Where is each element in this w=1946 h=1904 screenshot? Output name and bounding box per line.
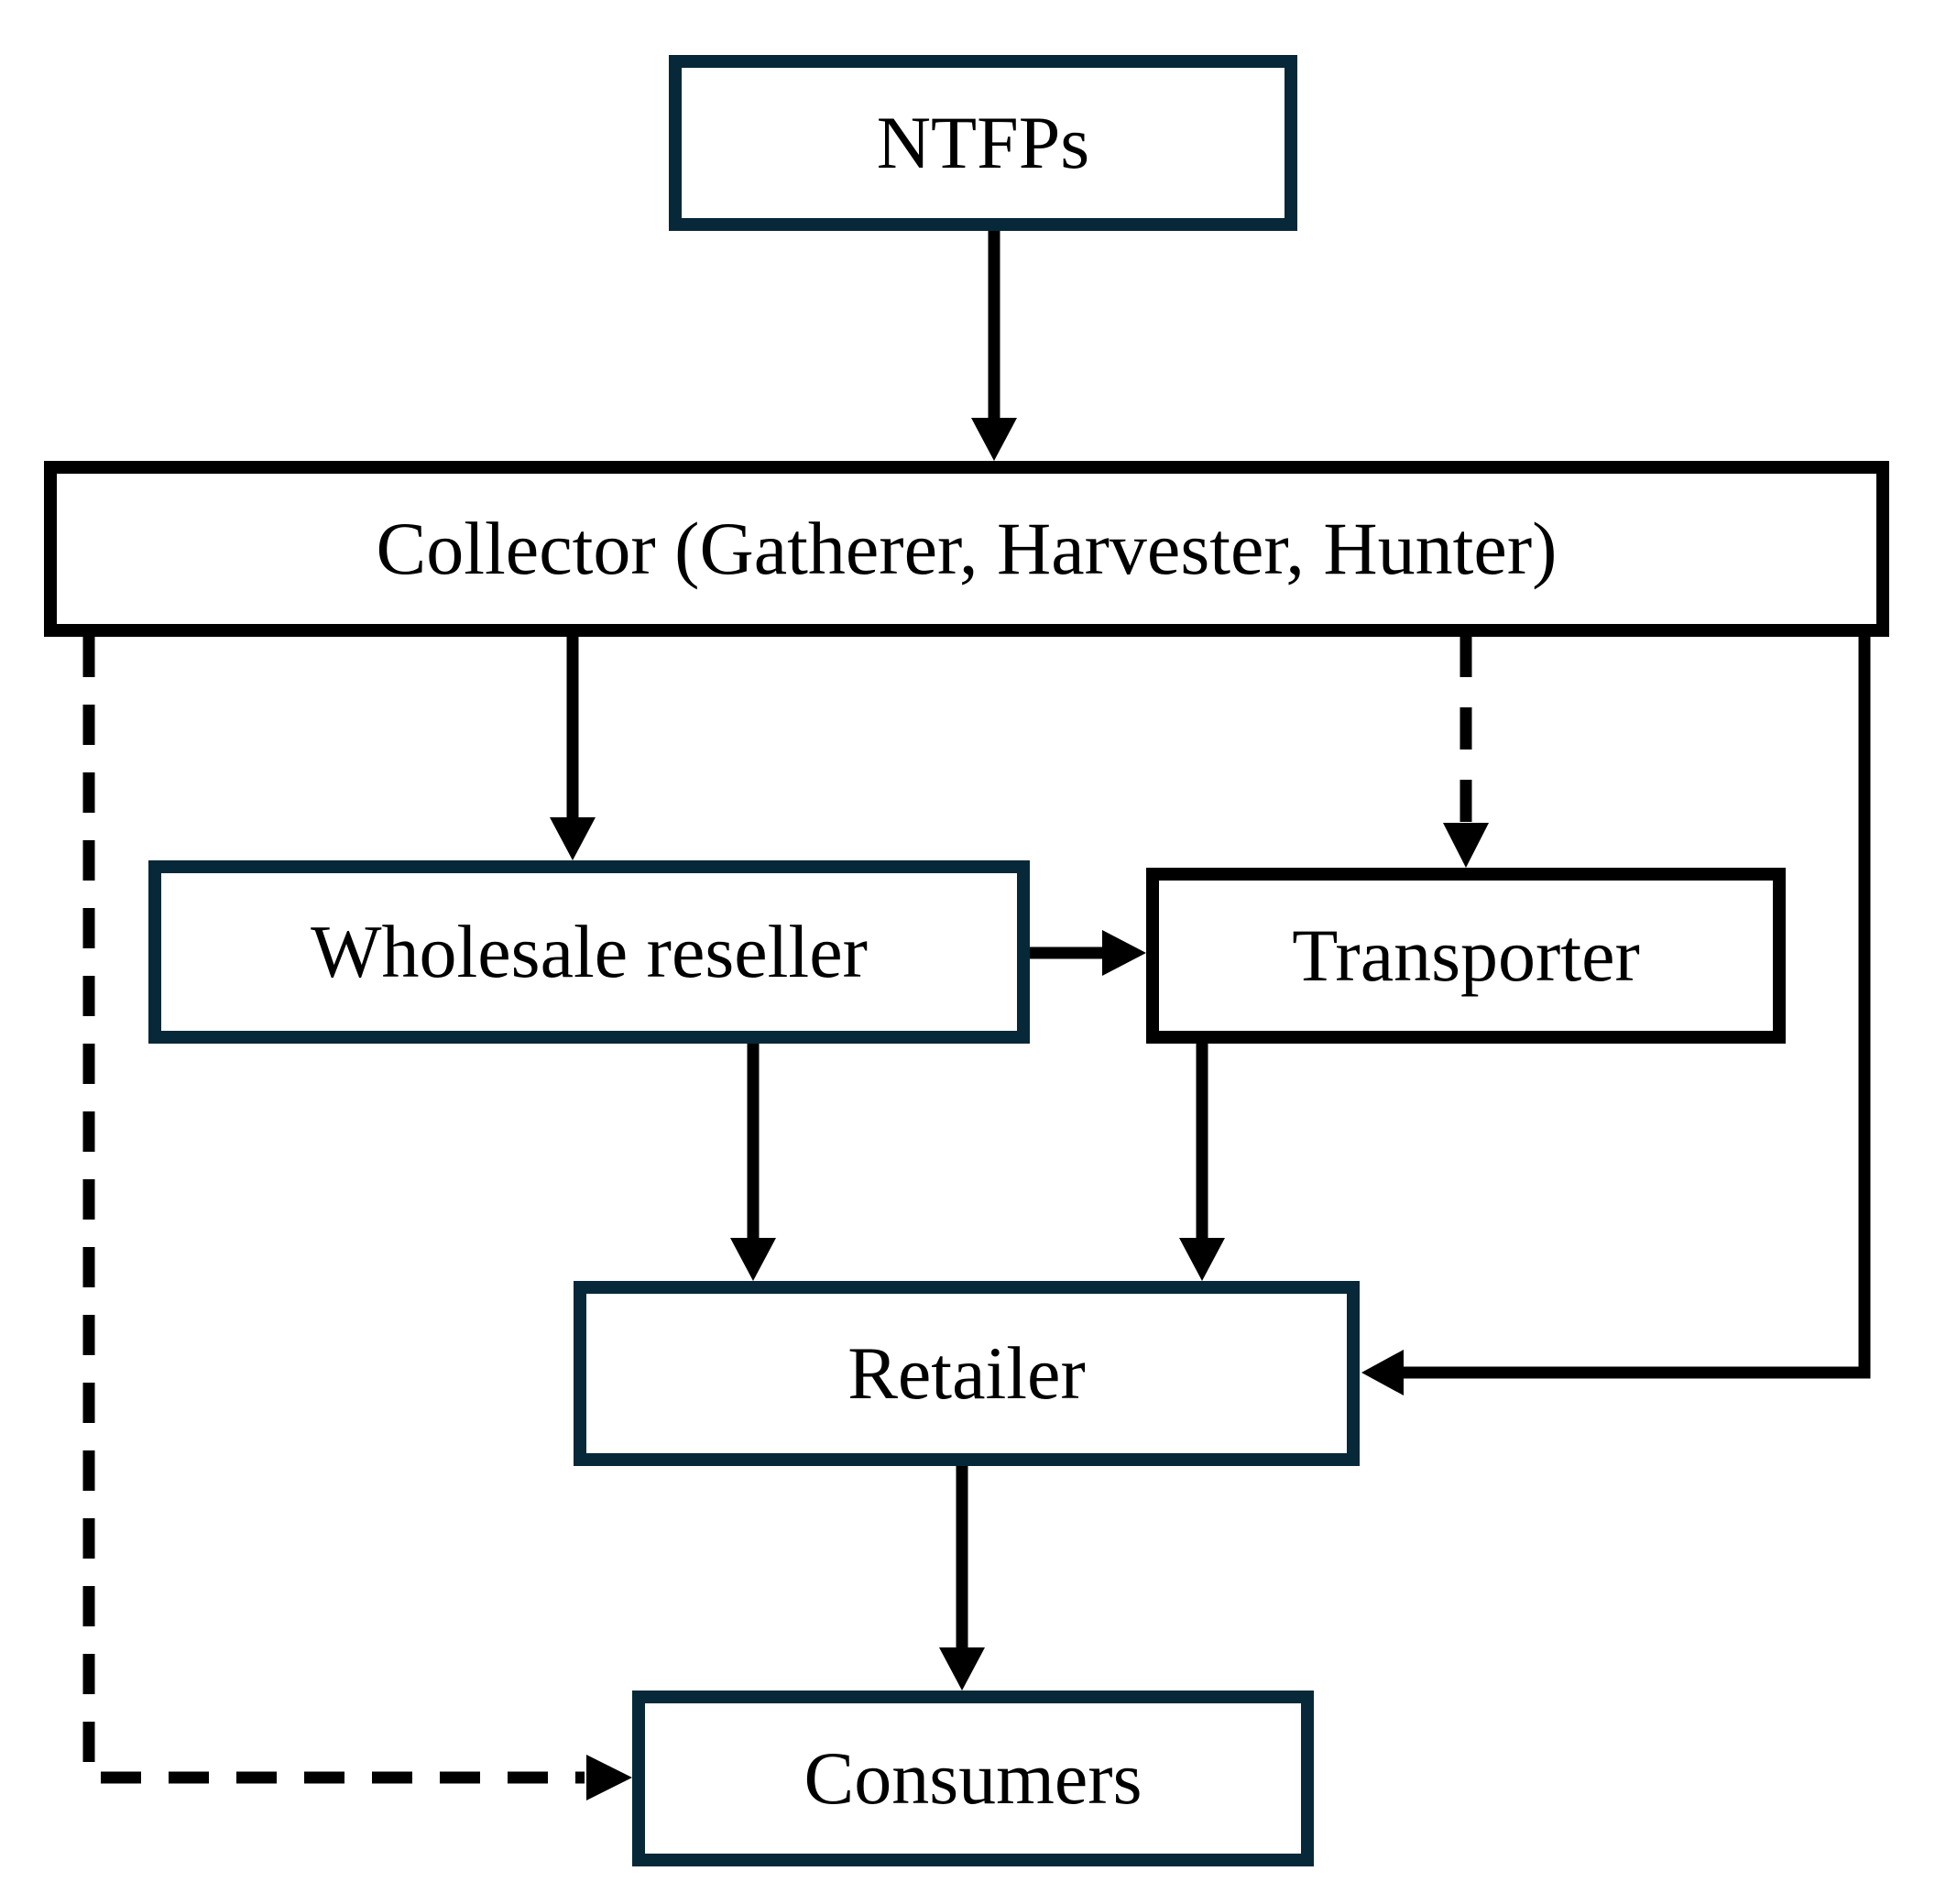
node-wholesale-reseller-label: Wholesale reseller xyxy=(311,909,868,993)
node-transporter: Transporter xyxy=(1146,868,1786,1044)
edge-wholesale-to-retailer xyxy=(730,1044,776,1281)
edge-collector-to-transporter xyxy=(1443,635,1489,868)
edge-wholesale-to-transporter xyxy=(1030,930,1146,976)
node-collector-label: Collector (Gatherer, Harvester, Hunter) xyxy=(376,506,1558,590)
node-consumers: Consumers xyxy=(632,1691,1314,1866)
node-ntfps: NTFPs xyxy=(669,55,1297,231)
node-collector: Collector (Gatherer, Harvester, Hunter) xyxy=(44,461,1889,637)
edge-retailer-to-consumers xyxy=(939,1466,985,1691)
edge-collector-to-wholesale xyxy=(550,635,596,860)
node-retailer: Retailer xyxy=(574,1281,1360,1466)
node-transporter-label: Transporter xyxy=(1292,913,1640,997)
node-consumers-label: Consumers xyxy=(804,1735,1142,1820)
edge-collector-to-consumers xyxy=(82,637,632,1800)
node-ntfps-label: NTFPs xyxy=(876,100,1090,184)
edge-ntfps-to-collector xyxy=(971,229,1017,461)
node-retailer-label: Retailer xyxy=(847,1330,1086,1415)
node-wholesale-reseller: Wholesale reseller xyxy=(148,860,1030,1044)
edge-transporter-to-retailer xyxy=(1179,1044,1225,1281)
